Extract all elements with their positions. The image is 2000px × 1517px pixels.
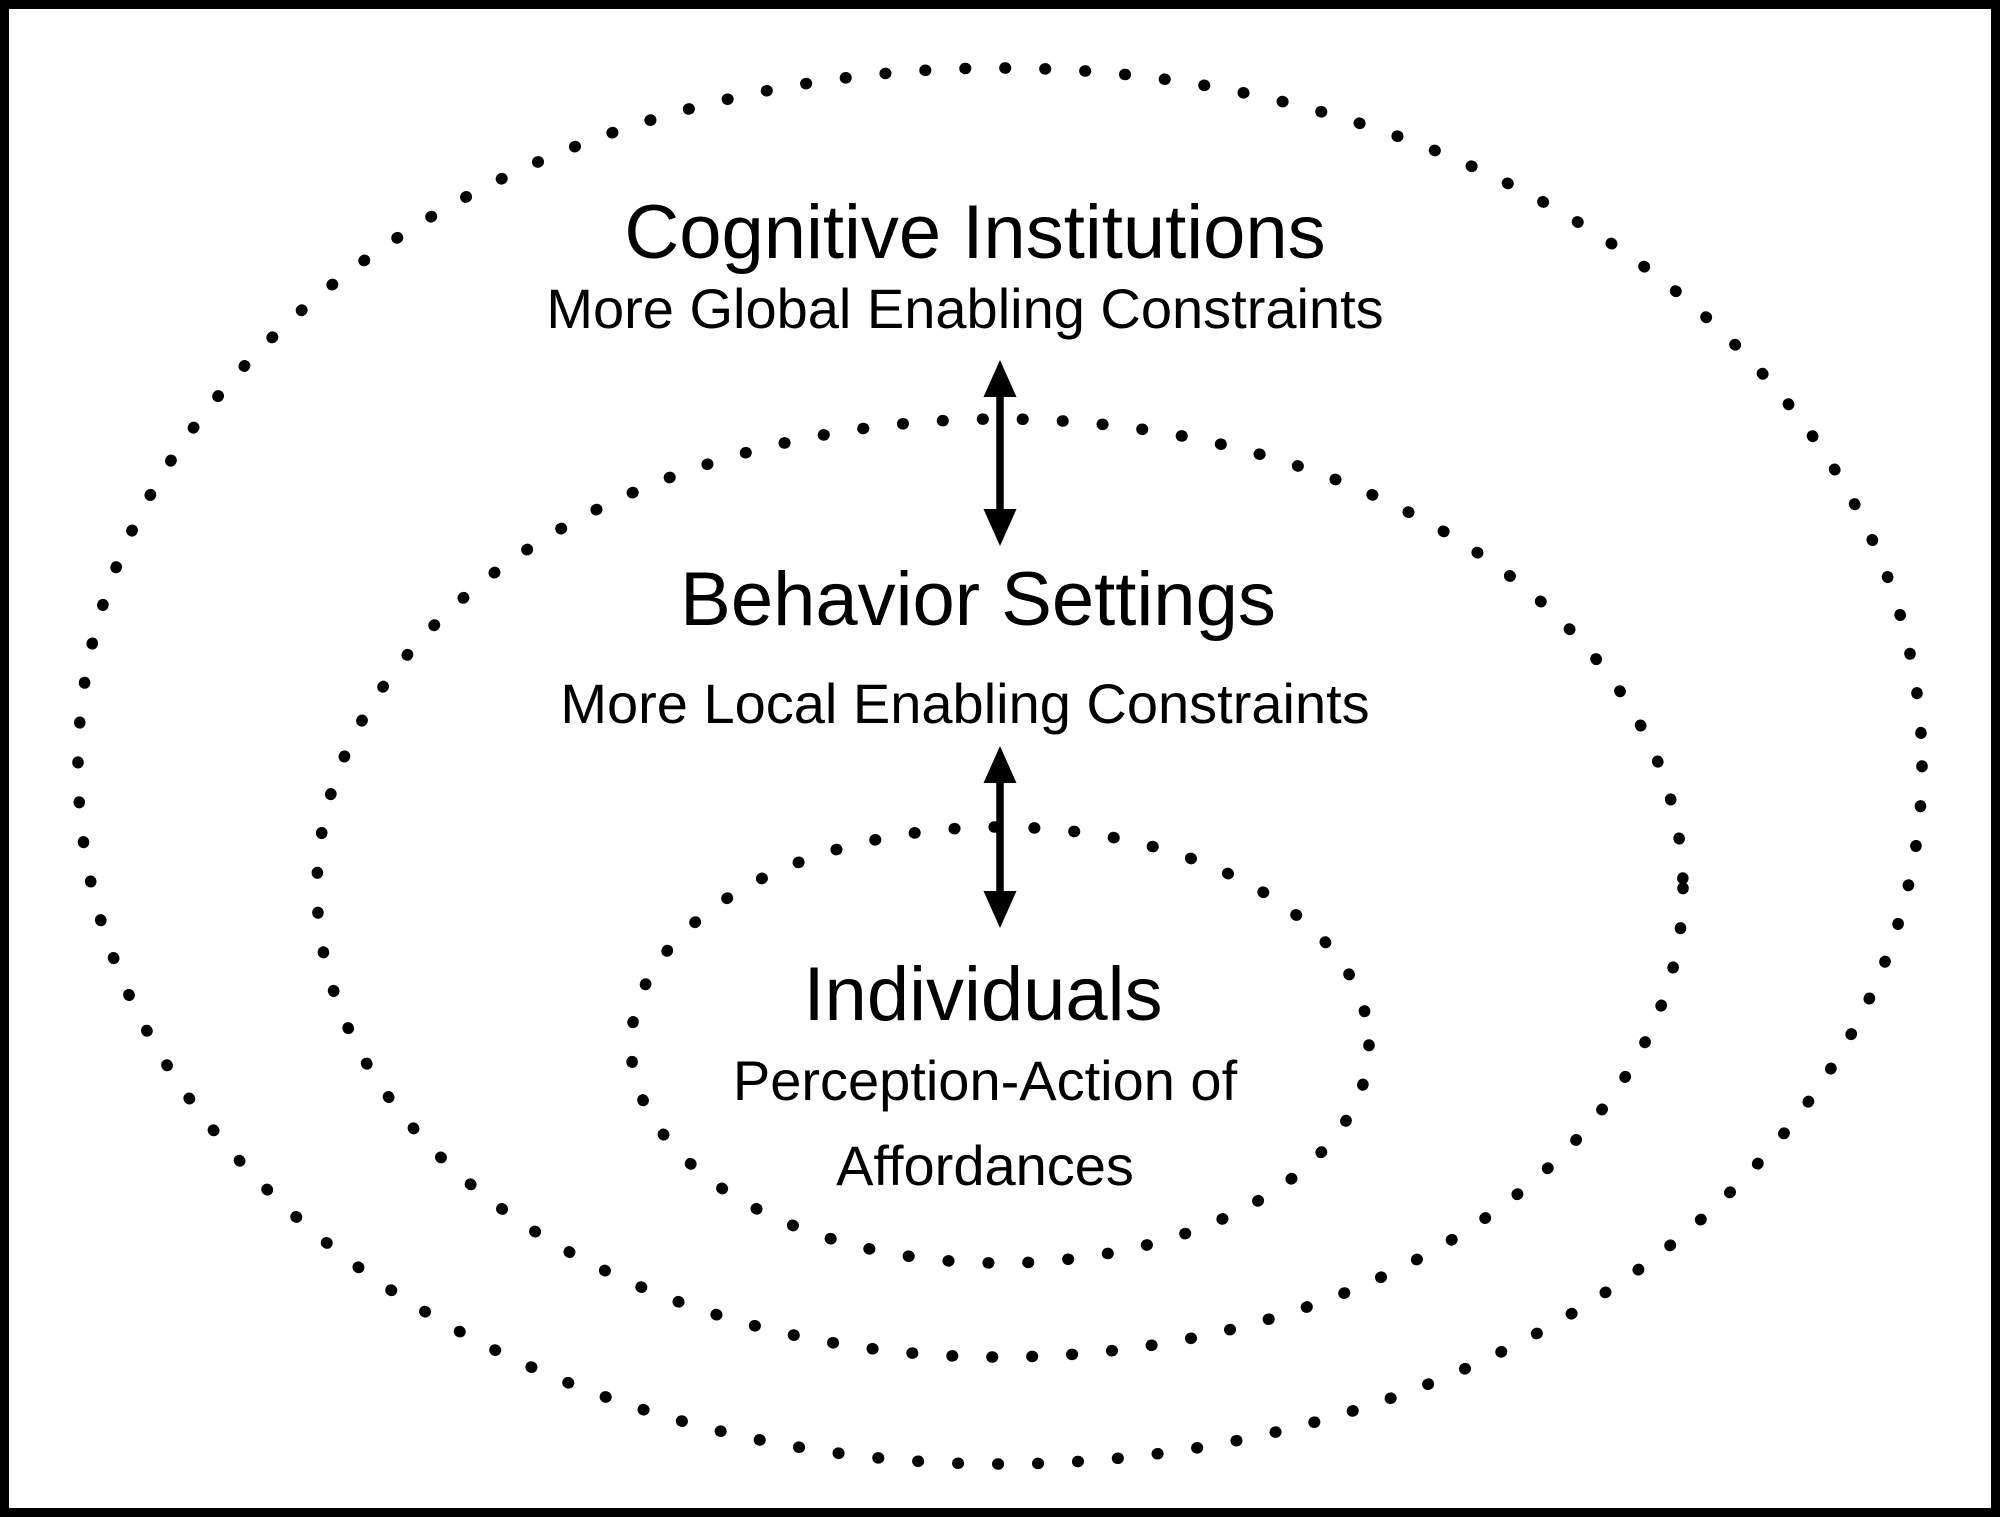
arrow-head-up-icon [983,360,1017,397]
arrow-head-down-icon [983,891,1017,928]
arrow-head-up-icon [983,746,1017,783]
individuals-subtitle-line1: Perception-Action of [733,1049,1238,1112]
double-arrow-cognitive-behavior [983,360,1017,546]
outer-ellipse-cognitive-institutions [72,62,1928,1470]
arrow-head-down-icon [983,509,1017,546]
behavior-settings-subtitle: More Local Enabling Constraints [560,672,1369,735]
cognitive-institutions-subtitle: More Global Enabling Constraints [546,277,1383,340]
behavior-settings-title: Behavior Settings [680,557,1276,642]
cognitive-institutions-title: Cognitive Institutions [624,190,1325,275]
individuals-title: Individuals [803,952,1162,1037]
middle-ellipse-behavior-settings [311,413,1689,1363]
double-arrow-behavior-individuals [983,746,1017,928]
individuals-subtitle-line2: Affordances [836,1134,1134,1197]
